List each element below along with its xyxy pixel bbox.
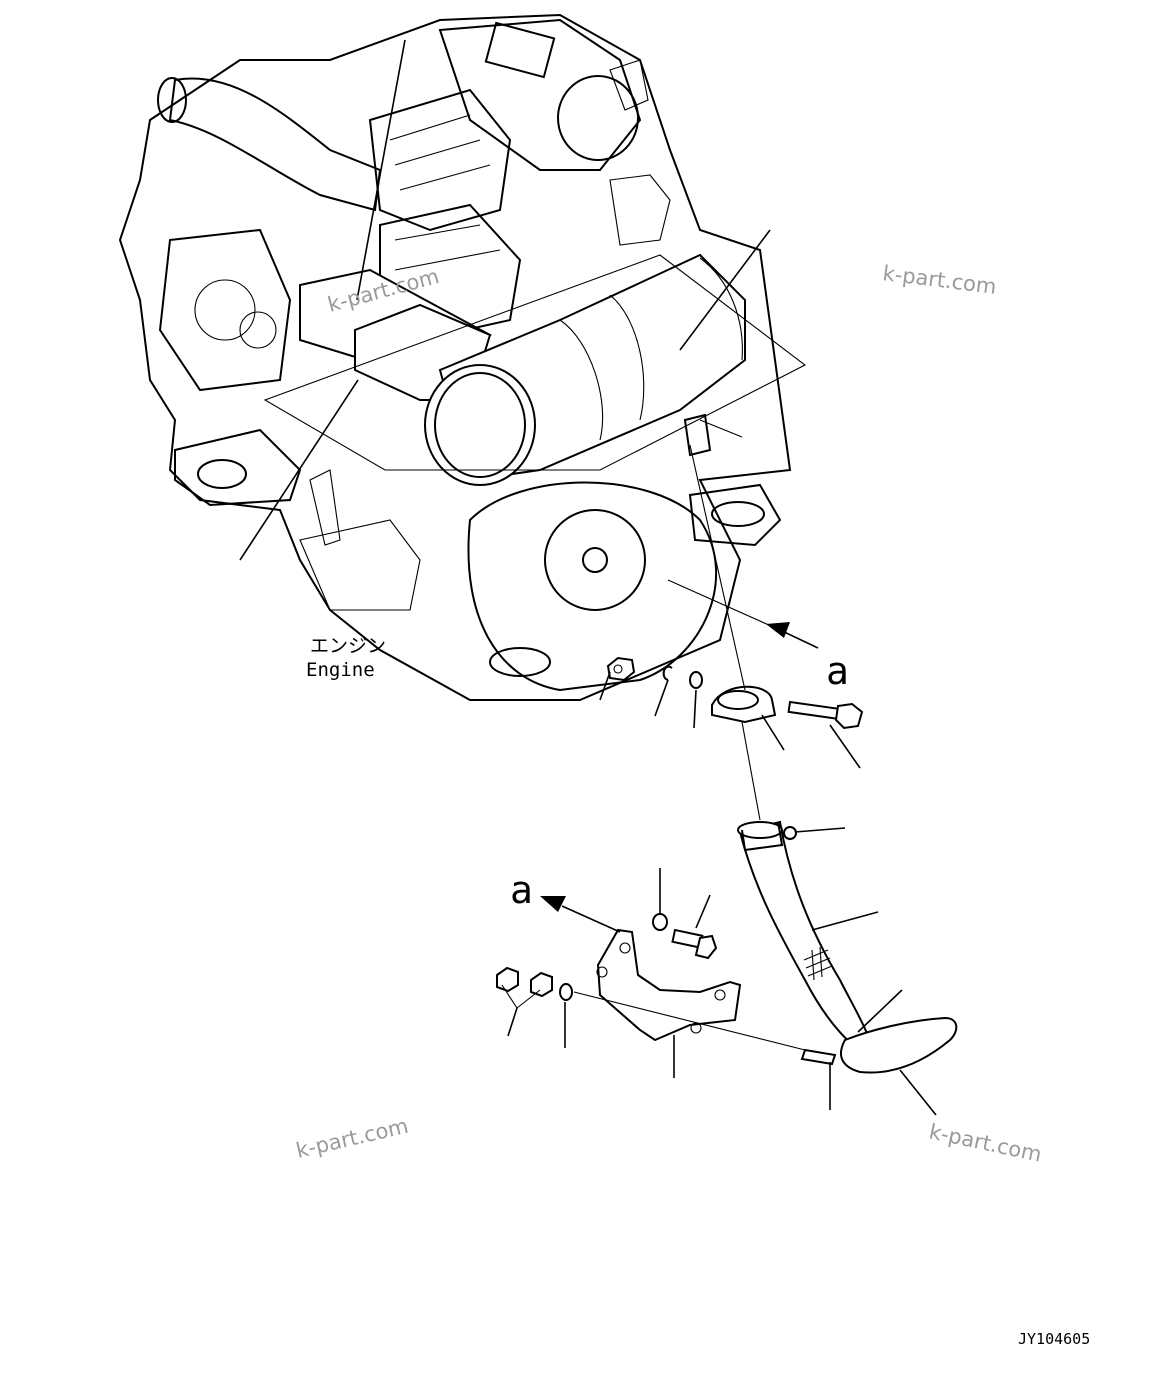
spring-washer <box>662 665 673 681</box>
washer <box>689 671 703 689</box>
long-bolt <box>787 700 864 730</box>
hatch-mark-icon <box>803 946 833 981</box>
tail-pipe <box>738 820 870 1049</box>
bracket <box>596 928 742 1042</box>
bracket-washer <box>559 983 573 1001</box>
arrow-icon-upper <box>766 622 819 649</box>
watermark: k-part.com <box>927 1119 1044 1166</box>
arrow-icon-lower <box>540 896 621 933</box>
watermark: k-part.com <box>294 1114 411 1163</box>
tail-pipe-assembly <box>606 656 958 1074</box>
watermark: k-part.com <box>881 261 997 299</box>
leader-lines-lower <box>501 444 937 1116</box>
nut <box>606 656 636 682</box>
bracket-nut-2 <box>530 971 553 998</box>
muffler <box>299 253 746 486</box>
leader-lines-upper <box>239 39 807 561</box>
view-label-a-lower: a <box>510 868 533 912</box>
engine-label-jp: エンジン <box>310 635 386 657</box>
bracket-assembly <box>496 913 742 1042</box>
bracket-nut-1 <box>496 966 519 993</box>
bracket-washer-top <box>652 913 668 931</box>
bracket-bolt <box>671 928 718 960</box>
drawing-number: JY104605 <box>1018 1330 1090 1348</box>
engine-label-en: Engine <box>306 659 375 681</box>
view-label-a-upper: a <box>826 649 849 693</box>
